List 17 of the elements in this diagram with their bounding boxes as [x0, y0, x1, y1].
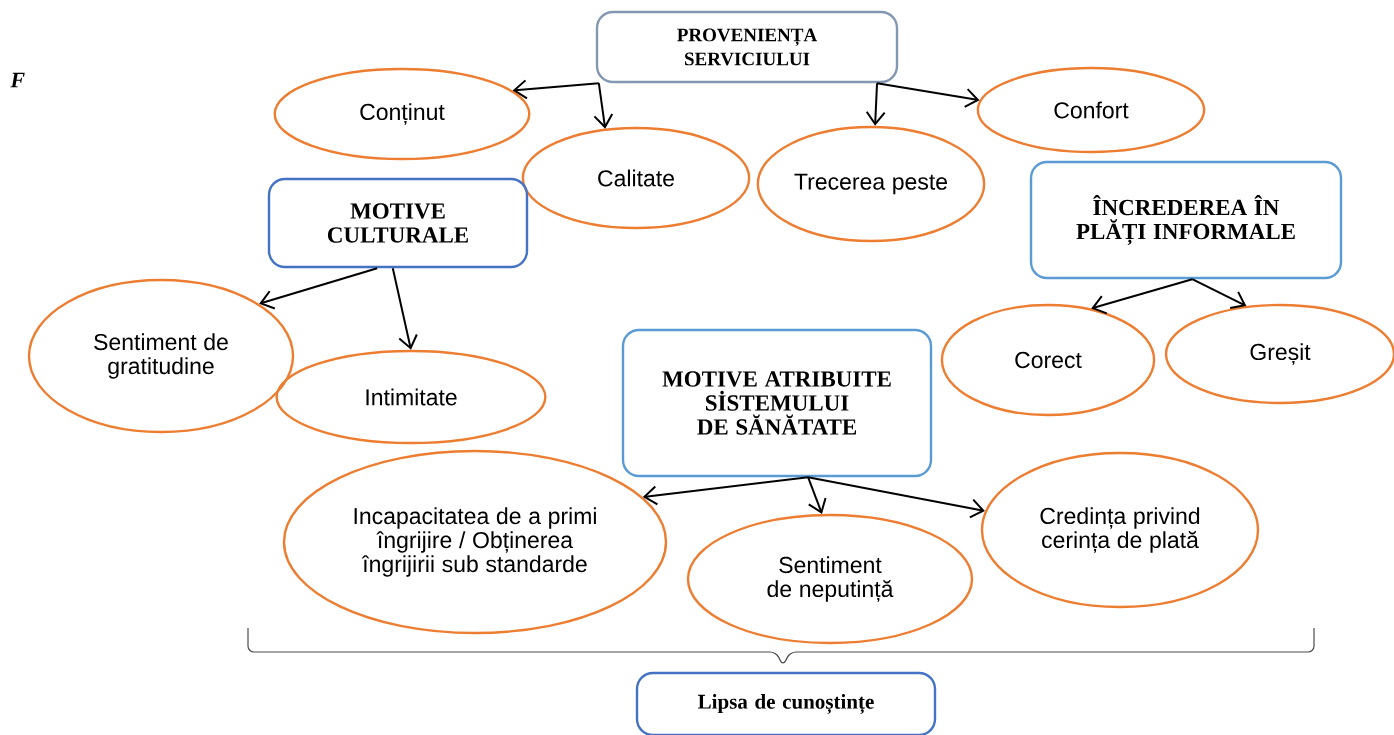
heading-box: ÎNCREDEREA ÎN PLĂȚI INFORMALE: [1029, 160, 1343, 280]
heading-box: PROVENIENȚA SERVICIULUI: [595, 10, 899, 84]
letter-fragment: F: [10, 72, 25, 88]
arrow: [807, 476, 985, 519]
arrow: [1191, 278, 1247, 309]
arrow: [865, 82, 886, 126]
heading-box: MOTIVE CULTURALE: [267, 177, 529, 269]
arrow: [593, 82, 614, 129]
arrow: [642, 476, 810, 506]
arrow: [876, 82, 980, 108]
arrow: [807, 476, 827, 514]
heading-box: Lipsa de cunoștințe: [635, 671, 937, 735]
arrow: [391, 267, 418, 350]
arrow: [1091, 278, 1194, 315]
arrow: [259, 267, 379, 310]
heading-box: MOTIVE ATRIBUITE SİSTEMULUI DE SĂNĂTATE: [621, 328, 933, 478]
arrow: [512, 79, 600, 100]
